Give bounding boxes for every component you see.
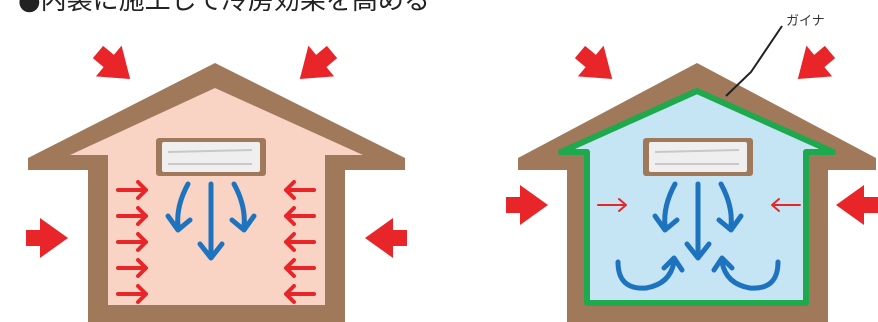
heat-arrows-inside: [116, 180, 316, 304]
arrow-icon: [116, 258, 148, 278]
air-conditioner-icon: [643, 138, 753, 176]
airflow-arrows: [165, 181, 257, 261]
arrow-icon: [116, 206, 148, 226]
arrow-icon: [116, 232, 148, 252]
airflow-arrow-icon: [197, 181, 225, 261]
arrow-icon: [284, 206, 316, 226]
house-without-coating: [26, 36, 407, 322]
air-conditioner-icon: [156, 138, 266, 176]
airflow-arrow-icon: [684, 181, 712, 261]
arrow-icon: [365, 218, 407, 258]
gaina-label: ガイナ: [786, 14, 825, 29]
page-heading: ●内装に施工して冷房効果を高める: [18, 0, 430, 16]
arrow-icon: [784, 36, 843, 95]
airflow-arrow-icon: [615, 255, 685, 291]
arrow-icon: [284, 284, 316, 304]
gaina-leader-line: [725, 25, 783, 97]
arrow-icon: [26, 218, 68, 258]
heat-arrows-inside: [597, 198, 801, 212]
airflow-arrows: [615, 181, 781, 291]
arrow-icon: [284, 232, 316, 252]
arrow-icon: [597, 198, 627, 212]
arrow-icon: [284, 258, 316, 278]
airflow-arrow-icon: [229, 181, 257, 233]
arrow-icon: [116, 284, 148, 304]
airflow-arrow-icon: [716, 181, 744, 233]
arrow-icon: [771, 198, 801, 212]
arrow-icon: [506, 185, 548, 225]
airflow-arrow-icon: [711, 255, 781, 291]
airflow-arrow-icon: [165, 181, 193, 233]
airflow-arrow-icon: [652, 181, 680, 233]
arrow-icon: [85, 36, 144, 95]
arrow-icon: [286, 36, 345, 95]
arrow-icon: [116, 180, 148, 200]
room-interior: [70, 88, 363, 305]
arrow-icon: [284, 180, 316, 200]
arrow-icon: [567, 36, 626, 95]
arrow-icon: [836, 185, 878, 225]
house-with-gaina: [506, 25, 878, 322]
